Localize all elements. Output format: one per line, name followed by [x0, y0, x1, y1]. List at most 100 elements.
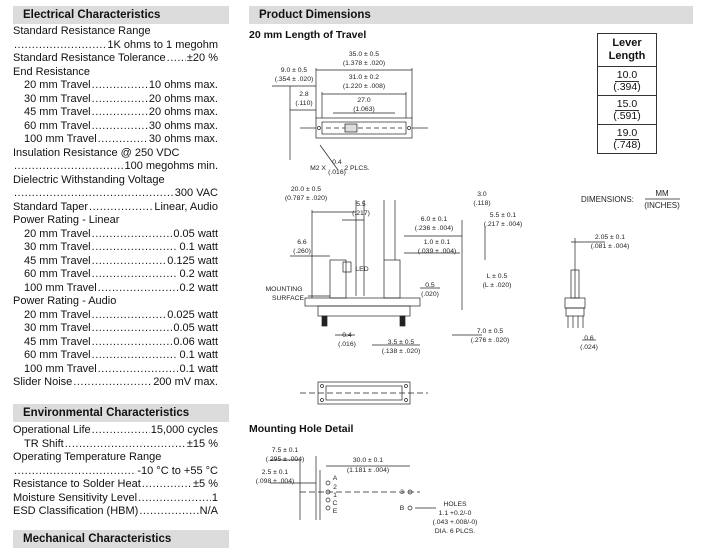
lever-mm: 10.0	[614, 69, 640, 82]
lever-header-line2: Length	[608, 50, 646, 62]
unit-mm: MM	[655, 189, 669, 198]
power-audio-row: 45 mm Travel 0.06 watt	[13, 336, 218, 350]
std-resistance-range-label: Standard Resistance Range	[13, 25, 151, 37]
end-resistance-row: 45 mm Travel 20 ohms max.	[13, 106, 218, 120]
op-life-value: 15,000 cycles	[150, 424, 218, 436]
std-resistance-tol-label: Standard Resistance Tolerance	[13, 52, 166, 64]
pin-1: 1	[333, 492, 337, 499]
m2-mm: 0.4	[332, 159, 342, 166]
travel-value: 20 ohms max.	[148, 92, 218, 105]
power-audio-row: 20 mm Travel0.025 watt	[13, 309, 218, 323]
travel-value: 0.1 watt	[179, 362, 218, 375]
insulation-row: 100 megohms min.	[13, 160, 218, 174]
dielectric-label: Dielectric Withstanding Voltage	[13, 173, 165, 186]
power-audio-row: 100 mm Travel0.1 watt	[13, 363, 218, 377]
taper-label: Standard Taper	[13, 200, 89, 213]
tr-shift-label: TR Shift	[24, 437, 64, 450]
electrical-specs: Standard Resistance Range 1K ohms to 1 m…	[13, 25, 218, 390]
dielectric-value: 300 VAC	[174, 187, 218, 199]
travel-label: 60 mm Travel	[24, 119, 91, 132]
travel-value: 0.2 watt	[179, 268, 218, 280]
dim-75-mm: 7.5 ± 0.1	[272, 447, 299, 454]
side-view-base	[304, 297, 421, 307]
product-dimensions-header: Product Dimensions	[249, 6, 693, 24]
power-audio-label: Power Rating - Audio	[13, 295, 117, 307]
travel-label: 60 mm Travel	[24, 268, 91, 280]
travel-value: 30 ohms max.	[148, 119, 218, 132]
dim-27-mm: 27.0	[357, 97, 370, 104]
dim-06-in: (.024)	[580, 344, 598, 351]
top-view-slot	[321, 121, 407, 135]
lever-in: (.394)	[613, 81, 641, 93]
taper-value: Linear, Audio	[154, 200, 218, 213]
dim-31-mm: 31.0 ± 0.2	[349, 74, 379, 81]
lever-in: (.748)	[613, 139, 641, 151]
dim-9-in: (.354 ± .020)	[275, 76, 314, 83]
dim-06-mm: 0.6	[584, 335, 594, 342]
lever-mm: 15.0	[614, 98, 640, 111]
travel-value: 20 ohms max.	[148, 106, 218, 118]
dielectric-row: 300 VAC	[13, 187, 218, 201]
dim-20-mm: 20.0 ± 0.5	[291, 186, 321, 193]
esd-row: ESD Classification (HBM)N/A	[13, 505, 218, 519]
esd-label: ESD Classification (HBM)	[13, 505, 139, 517]
m2-in: (.016)	[328, 169, 346, 176]
dim-35b-in: (.138 ± .020)	[382, 348, 421, 355]
op-temp-row: -10 °C to +55 °C	[13, 465, 218, 479]
insulation-value: 100 megohms min.	[124, 160, 218, 172]
travel-value: 10 ohms max.	[148, 79, 218, 91]
travel-label: 20 mm Travel	[24, 227, 91, 240]
lever-mm: 19.0	[614, 127, 640, 140]
dim-04-in: (.016)	[338, 341, 356, 348]
end-resistance-row: 30 mm Travel 20 ohms max.	[13, 93, 218, 107]
holes-4: DIA. 6 PLCS.	[435, 528, 476, 535]
end-resistance-label: End Resistance	[13, 65, 91, 78]
solder-row: Resistance to Solder Heat±5 %	[13, 478, 218, 492]
travel-label: 30 mm Travel	[24, 322, 91, 334]
travel-label: 45 mm Travel	[24, 106, 91, 118]
op-life-label: Operational Life	[13, 424, 91, 436]
dim-9-mm: 9.0 ± 0.5	[281, 67, 308, 74]
unit-inches: (INCHES)	[644, 201, 680, 210]
mounting-title: Mounting Hole Detail	[249, 423, 354, 435]
travel-label: 45 mm Travel	[24, 254, 91, 267]
travel-label: 45 mm Travel	[24, 335, 91, 348]
power-audio-row: 30 mm Travel0.05 watt	[13, 322, 218, 336]
dim-55b-in: (.217 ± .004)	[484, 221, 523, 228]
dimensions-label: DIMENSIONS:	[581, 195, 634, 204]
travel-value: 0.06 watt	[173, 335, 218, 348]
op-life-row: Operational Life 15,000 cycles	[13, 424, 218, 438]
solder-value: ±5 %	[193, 478, 218, 490]
slider-noise-value: 200 mV max.	[153, 376, 218, 388]
travel-label: 20 mm Travel	[24, 79, 91, 91]
dim-l-mm: L ± 0.5	[487, 273, 508, 280]
travel-label: 30 mm Travel	[24, 92, 91, 105]
dim-20-in: (0.787 ± .020)	[285, 195, 327, 202]
lever-row: 19.0(.748)	[598, 125, 656, 153]
dim-10-mm: 1.0 ± 0.1	[424, 239, 451, 246]
travel-value: 0.025 watt	[167, 308, 218, 321]
std-resistance-range-row: 1K ohms to 1 megohm	[13, 39, 218, 53]
lever-header-line1: Lever	[612, 37, 642, 49]
dim-205-mm: 2.05 ± 0.1	[595, 234, 625, 241]
travel-value: 0.1 watt	[179, 349, 218, 361]
taper-row: Standard Taper Linear, Audio	[13, 201, 218, 215]
travel-title: 20 mm Length of Travel	[249, 29, 367, 41]
m2-label: M2 X	[310, 165, 326, 172]
pin-2: 2	[333, 484, 337, 491]
led-label: LED	[355, 266, 368, 273]
travel-label: 100 mm Travel	[24, 281, 97, 294]
dim-205-in: (.081 ± .004)	[591, 243, 630, 250]
lever-in: (.591)	[613, 110, 641, 122]
std-resistance-tol-row: Standard Resistance Tolerance±20 %	[13, 52, 218, 66]
tr-shift-row: TR Shift±15 %	[13, 438, 218, 452]
lever-row: 15.0(.591)	[598, 96, 656, 125]
environmental-specs: Operational Life 15,000 cycles TR Shift±1…	[13, 424, 218, 519]
pin-c: C	[333, 500, 338, 507]
pin-b: B	[400, 505, 405, 512]
dim-28-in: (.110)	[295, 100, 312, 107]
slider-noise-label: Slider Noise	[13, 376, 73, 388]
